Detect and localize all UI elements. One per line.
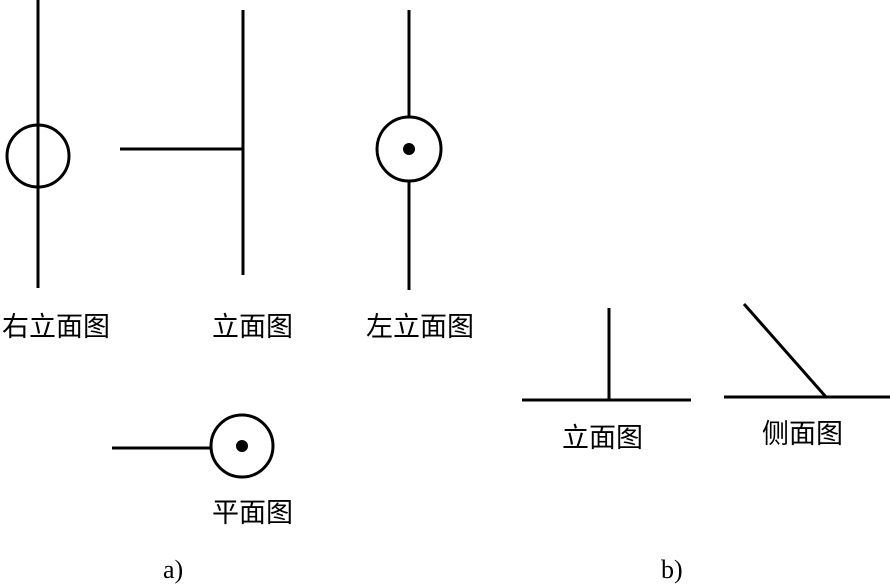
- left-elevation-center-dot: [403, 143, 415, 155]
- label-side-view: 侧面图: [762, 419, 843, 450]
- elevation-symbol: [120, 10, 245, 275]
- panel-a: 右立面图 立面图 左立面图 平面图 a): [2, 0, 474, 584]
- left-elevation-symbol: [375, 10, 443, 290]
- label-elevation: 立面图: [212, 312, 293, 343]
- right-elevation-symbol: [5, 0, 71, 288]
- label-left-elevation: 左立面图: [366, 312, 474, 343]
- b-elevation-symbol: [522, 308, 691, 402]
- panel-a-caption: a): [163, 555, 183, 584]
- left-elevation-circle: [375, 115, 443, 183]
- right-elevation-circle: [5, 123, 71, 189]
- side-view-symbol: [724, 303, 890, 399]
- panel-b-caption: b): [661, 555, 683, 584]
- plan-center-dot: [236, 440, 248, 452]
- panel-b: 立面图 侧面图 b): [522, 303, 890, 584]
- plan-symbol: [112, 413, 275, 479]
- plan-circle: [209, 413, 275, 479]
- label-plan: 平面图: [212, 498, 293, 529]
- label-right-elevation: 右立面图: [2, 312, 110, 343]
- label-b-elevation: 立面图: [562, 423, 643, 454]
- side-view-slanted-line: [742, 303, 828, 398]
